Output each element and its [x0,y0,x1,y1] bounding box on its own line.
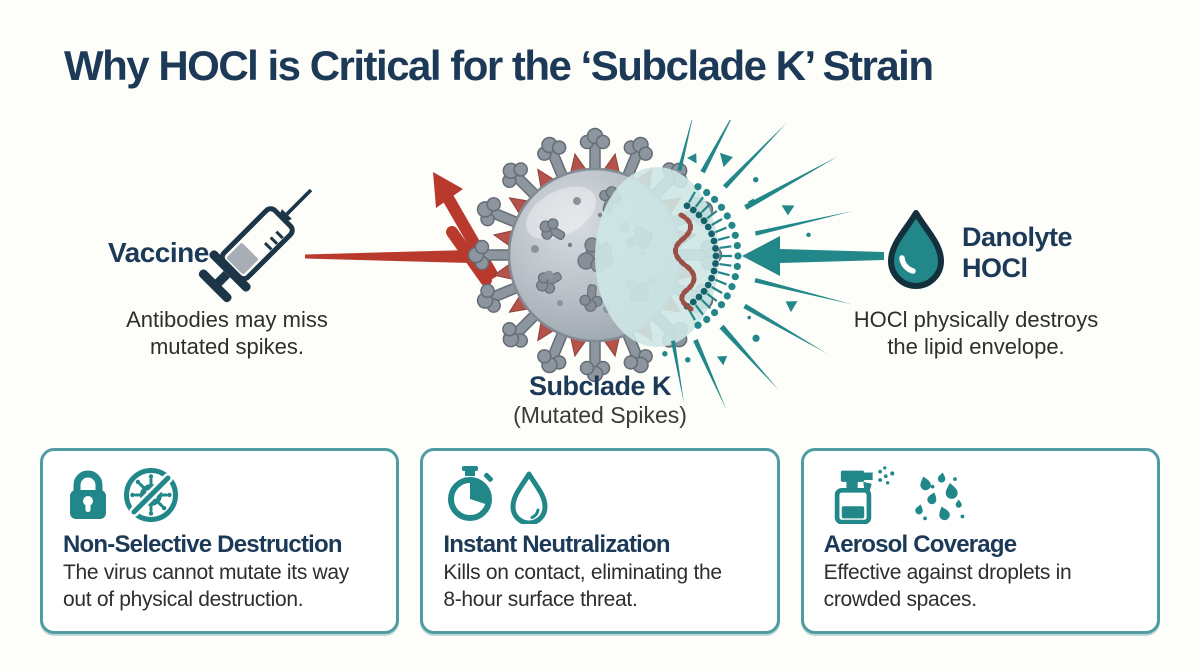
water-drop-icon [510,471,548,524]
card3-icons [834,466,964,524]
hocl-caption-line2: the lipid envelope. [887,334,1065,359]
spray-bottle-icon [834,466,895,524]
stopwatch-icon [448,466,494,521]
hocl-caption: HOCl physically destroys the lipid envel… [826,306,1126,360]
hocl-caption-line1: HOCl physically destroys [853,307,1099,332]
card-title: Non-Selective Destruction [63,531,343,558]
card-body-line2: out of physical destruction. [63,588,304,611]
hocl-product: HOCl [962,253,1028,283]
card1-icons [70,468,178,522]
deflected-arrowhead [433,172,463,208]
membrane-disruption [595,120,853,410]
blocked-arrow [305,172,544,286]
vaccine-caption-line1: Antibodies may miss [126,307,328,332]
card-non-selective-destruction: Non-Selective Destruction The virus cann… [40,448,400,634]
lock-icon [70,470,106,519]
card-body-line1: Effective against droplets in [823,561,1072,584]
benefit-cards: Non-Selective Destruction The virus cann… [40,448,1160,634]
card-body-line2: 8-hour surface threat. [443,588,638,611]
no-virus-icon [124,468,178,522]
x-mark-icon [446,226,492,286]
card-body-line1: Kills on contact, eliminating the [443,561,722,584]
card-body-line2: crowded spaces. [823,588,977,611]
hocl-arrow [742,236,884,276]
burst-particles [662,120,853,410]
virus-name: Subclade K [528,371,672,401]
droplets-icon [914,472,964,521]
syringe-icon [198,188,313,303]
page-title: Why HOCl is Critical for the ‘Subclade K… [64,42,934,89]
droplet-icon [888,210,944,289]
card-body-line1: The virus cannot mutate its way [63,561,349,584]
hocl-label: Danolyte HOCl [962,222,1073,284]
virus-subtitle: (Mutated Spikes) [513,402,687,428]
vaccine-caption: Antibodies may miss mutated spikes. [82,306,372,360]
virus-illustration [467,127,723,383]
vaccine-label: Vaccine [108,237,209,268]
card-title: Aerosol Coverage [823,531,1017,558]
card-aerosol-coverage: Aerosol Coverage Effective against dropl… [800,448,1160,634]
card2-icons [448,466,548,524]
card-instant-neutralization: Instant Neutralization Kills on contact,… [420,448,780,634]
vaccine-caption-line2: mutated spikes. [149,334,305,359]
hocl-brand: Danolyte [962,222,1073,252]
card-title: Instant Neutralization [443,531,670,558]
rna-strand [673,212,697,312]
